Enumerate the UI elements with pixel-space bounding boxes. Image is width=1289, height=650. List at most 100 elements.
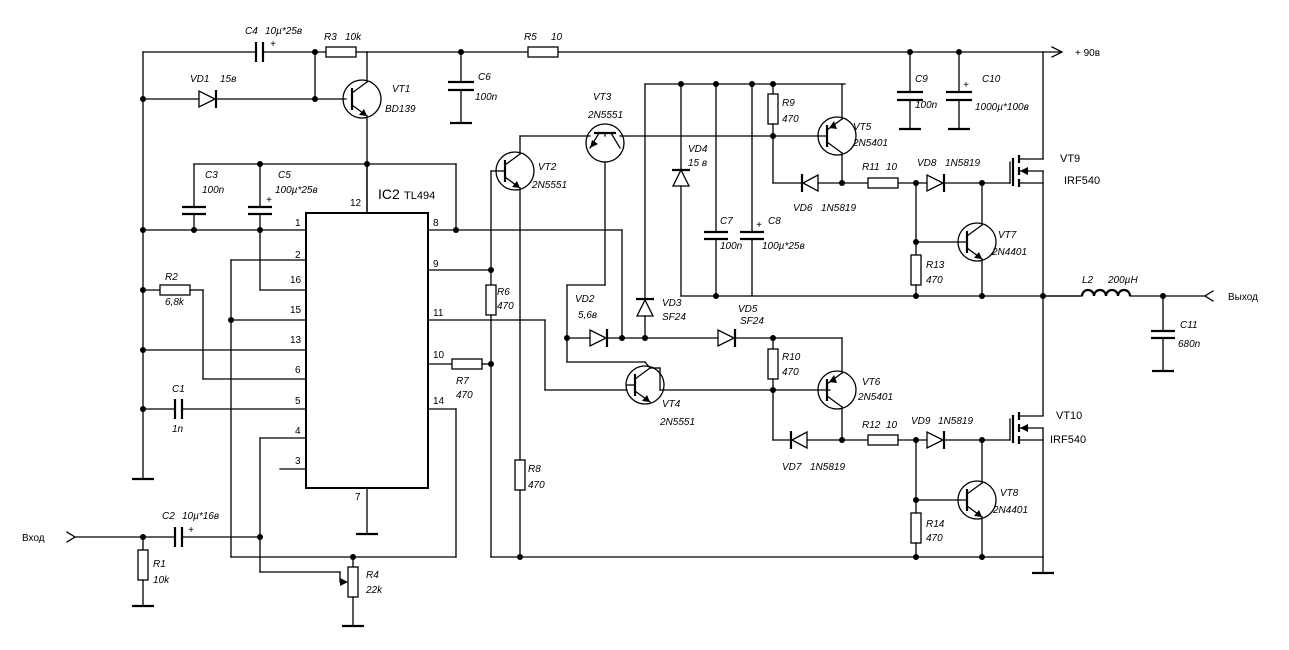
label-R10: R10: [782, 352, 801, 363]
transistor-VT2: [490, 135, 591, 461]
diode-VD9: [926, 430, 1011, 450]
label-VT7: VT7: [998, 230, 1017, 241]
label-IC2-val: TL494: [404, 190, 435, 202]
capacitor-C5: [248, 161, 307, 291]
pin-5: 5: [295, 396, 301, 407]
label-VD1-val: 15в: [220, 74, 236, 85]
plus-C2: +: [188, 525, 194, 536]
label-VT2-val: 2N5551: [531, 180, 567, 191]
label-VT1: VT1: [392, 84, 410, 95]
label-C5: C5: [278, 170, 291, 181]
label-L2-val: 200µH: [1107, 275, 1138, 286]
label-C6: C6: [478, 72, 491, 83]
resistor-R13: [910, 254, 922, 286]
label-C2: C2: [162, 511, 175, 522]
label-R8: R8: [528, 464, 541, 475]
inductor-L2: [1042, 288, 1214, 302]
label-R9: R9: [782, 98, 795, 109]
label-plus90: + 90в: [1075, 48, 1100, 59]
resistor-R1: [137, 549, 149, 581]
label-R13-val: 470: [926, 275, 943, 286]
capacitor-C7: [704, 83, 728, 299]
diode-VD4: [671, 83, 691, 297]
label-IC2: IC2: [378, 186, 400, 202]
plus-C10: +: [963, 80, 969, 91]
capacitor-C8: [740, 83, 764, 297]
label-VD7-val: 1N5819: [810, 462, 845, 473]
pin-1: 1: [295, 218, 301, 229]
capacitor-C11: [1151, 295, 1175, 373]
label-output: Выход: [1228, 292, 1258, 303]
label-VT9-val: IRF540: [1064, 175, 1100, 187]
label-VT3-val: 2N5551: [587, 110, 623, 121]
label-R3-val: 10k: [345, 32, 362, 43]
label-VT8: VT8: [1000, 488, 1019, 499]
label-C2-val: 10µ*16в: [182, 511, 219, 522]
label-VT10-val: IRF540: [1050, 434, 1086, 446]
label-R1: R1: [153, 559, 166, 570]
label-C1-val: 1n: [172, 424, 184, 435]
resistor-R12: [867, 434, 899, 446]
label-VD1: VD1: [190, 74, 209, 85]
pin-8: 8: [433, 218, 439, 229]
label-VT8-val: 2N4401: [992, 505, 1028, 516]
resistor-R11: [867, 177, 899, 189]
label-C11: C11: [1180, 320, 1198, 331]
resistor-R5: [527, 46, 559, 58]
pin-15: 15: [290, 305, 302, 316]
label-C5-val: 100µ*25в: [275, 185, 318, 196]
label-R7-val: 470: [456, 390, 473, 401]
label-R6: R6: [497, 287, 510, 298]
label-C3: C3: [205, 170, 218, 181]
label-C11-val: 680n: [1178, 339, 1201, 350]
pin-4: 4: [295, 426, 301, 437]
pin-12: 12: [350, 198, 362, 209]
label-R4-val: 22k: [365, 585, 383, 596]
resistor-R7: [451, 358, 483, 370]
label-VD5-val: SF24: [740, 316, 764, 327]
label-VT2: VT2: [538, 162, 557, 173]
resistor-R9: [767, 93, 779, 125]
label-VT1-val: BD139: [385, 104, 416, 115]
label-VT4: VT4: [662, 399, 681, 410]
label-VT5-val: 2N5401: [852, 138, 888, 149]
label-R11-val: 10: [886, 162, 898, 173]
diode-VD7: [772, 430, 869, 450]
resistor-R10: [767, 348, 779, 380]
label-VD6: VD6: [793, 203, 813, 214]
label-VD5: VD5: [738, 304, 758, 315]
label-VD2: VD2: [575, 294, 595, 305]
label-R2: R2: [165, 272, 178, 283]
diode-VD2: [564, 328, 719, 348]
label-R7: R7: [456, 376, 469, 387]
label-C3-val: 100n: [202, 185, 225, 196]
ic-IC2: [305, 212, 429, 489]
label-VD3: VD3: [662, 298, 682, 309]
label-R4: R4: [366, 570, 379, 581]
transistor-VT7: [915, 182, 997, 297]
capacitor-C4: [142, 42, 327, 62]
potentiometer-R4: [347, 566, 359, 598]
transistor-VT4: [625, 361, 831, 405]
capacitor-C9: [897, 49, 923, 131]
pin-14: 14: [433, 396, 445, 407]
label-R13: R13: [926, 260, 945, 271]
label-VT5: VT5: [853, 122, 872, 133]
label-VT10: VT10: [1056, 410, 1082, 422]
label-R10-val: 470: [782, 367, 799, 378]
label-VT9: VT9: [1060, 153, 1080, 165]
pin-13: 13: [290, 335, 302, 346]
label-R3: R3: [324, 32, 337, 43]
label-R5: R5: [524, 32, 537, 43]
label-R11: R11: [862, 162, 880, 173]
mosfet-VT10: [1009, 412, 1044, 558]
label-VD3-val: SF24: [662, 312, 686, 323]
label-VT7-val: 2N4401: [991, 247, 1027, 258]
label-R12: R12: [862, 420, 881, 431]
pin-2: 2: [295, 250, 301, 261]
label-VT4-val: 2N5551: [659, 417, 695, 428]
label-C7: C7: [720, 216, 733, 227]
pin-6: 6: [295, 365, 301, 376]
pin-7: 7: [355, 492, 361, 503]
